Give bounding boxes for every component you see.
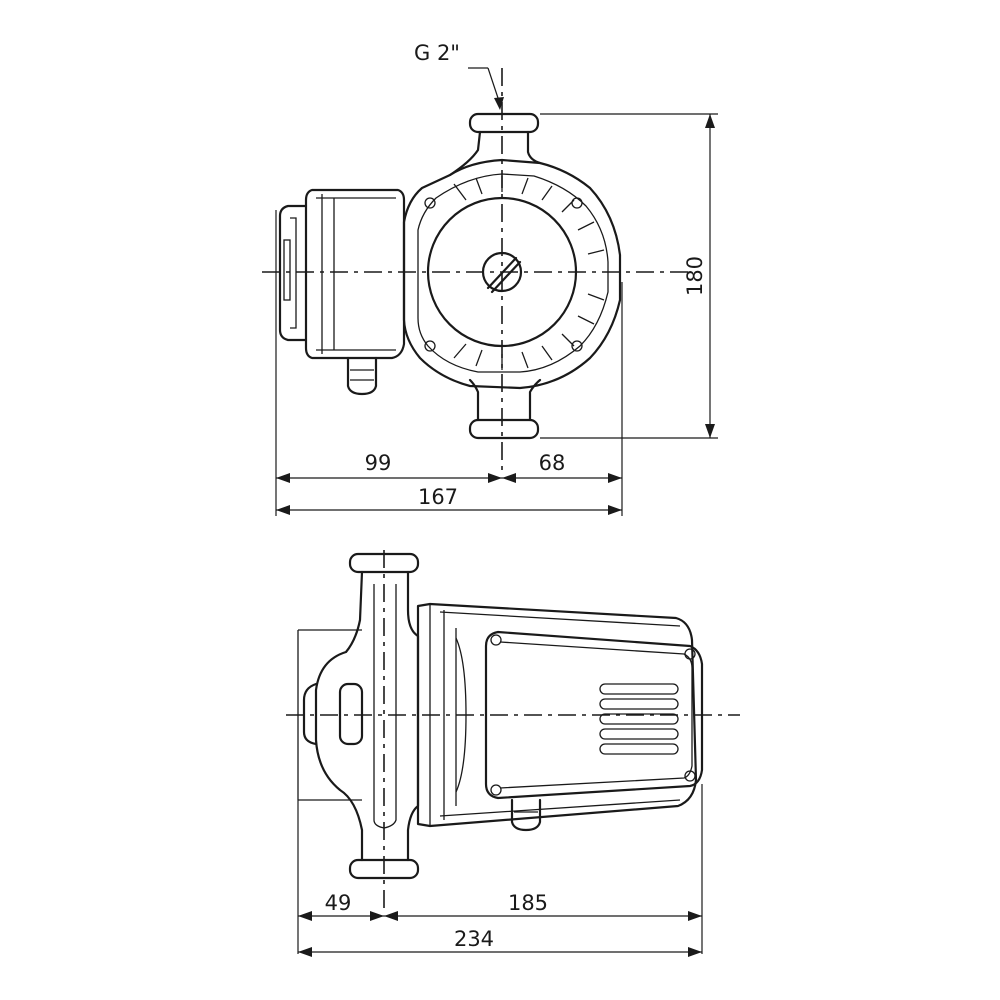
side-bottom-flange <box>348 858 420 880</box>
dimension-height: 180 <box>540 113 718 439</box>
terminal-box <box>278 188 406 396</box>
pump-housing <box>402 158 622 390</box>
thread-callout: G 2" <box>414 41 504 110</box>
side-top-flange <box>348 552 420 574</box>
motor-circle <box>426 196 578 348</box>
thread-label: G 2" <box>414 41 460 65</box>
side-cable-gland <box>510 798 542 832</box>
pump-top-view: G 2" 180 99 68 167 <box>262 41 718 516</box>
bolt-holes <box>424 197 583 352</box>
cover-screws <box>490 634 696 796</box>
vent-slots <box>599 683 679 755</box>
pump-side-view: 49 185 234 <box>286 550 740 957</box>
dimension-partial-widths: 99 68 <box>275 210 623 516</box>
top-flange <box>448 112 542 177</box>
side-motor-housing <box>416 602 698 828</box>
side-pump-body <box>297 570 420 862</box>
side-terminal-cover <box>484 630 704 832</box>
bottom-flange <box>468 378 542 440</box>
total-width-label: 167 <box>418 485 458 509</box>
left-dim-label: 99 <box>365 451 392 475</box>
side-dimension-total: 234 <box>298 927 702 957</box>
side-right-dim-label: 185 <box>508 891 548 915</box>
side-left-dim-label: 49 <box>325 891 352 915</box>
right-dim-label: 68 <box>539 451 566 475</box>
cable-gland <box>346 356 378 396</box>
side-dimension-partial: 49 185 <box>297 784 703 954</box>
side-total-dim-label: 234 <box>454 927 494 951</box>
height-dim-label: 180 <box>683 256 707 296</box>
dimension-total-width: 167 <box>276 485 622 515</box>
shaft-circle <box>481 251 523 293</box>
